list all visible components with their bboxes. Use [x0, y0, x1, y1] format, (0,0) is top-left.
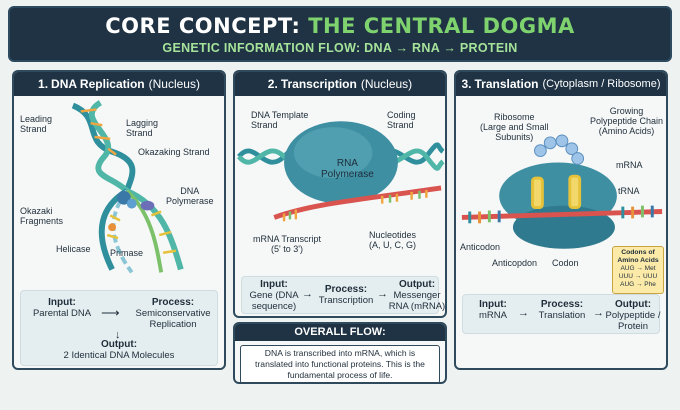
- label-anticodon: Anticodon: [460, 242, 501, 252]
- codon-row: AUG → Met: [620, 265, 656, 272]
- translation-input-value: mRNA: [479, 310, 507, 321]
- title-part-b: THE CENTRAL DOGMA: [308, 14, 575, 38]
- codon-table-title: Codons of Amino Acids: [617, 249, 659, 264]
- arrow-right-icon: ⟶: [101, 305, 120, 320]
- label-anticopdon: Anticopdon: [492, 258, 538, 268]
- label-dna-template-strand: DNA Template Strand: [251, 110, 309, 130]
- label-okazaking-strand: Okazaking Strand: [138, 147, 210, 157]
- overall-flow-title: OVERALL FLOW:: [235, 324, 445, 341]
- replication-input-value: Parental DNA: [32, 308, 92, 319]
- codon-table: Codons of Amino Acids AUG → Met UUU → UU…: [612, 246, 664, 294]
- arrow-right-icon: →: [302, 288, 313, 300]
- replication-process-key: Process:: [151, 297, 195, 308]
- label-primase: Primase: [110, 248, 144, 258]
- label-helicase: Helicase: [56, 244, 91, 254]
- transcription-input-value: Gene (DNA sequence): [249, 290, 299, 312]
- transcription-output-value: Messenger RNA (mRNA): [388, 290, 446, 312]
- label-mrna-transcript: mRNA Transcript (5' to 3'): [253, 234, 322, 254]
- translation-title: 3.Translation(Cytoplasm / Ribosome): [456, 72, 666, 96]
- replication-output-key: Output:: [100, 339, 138, 350]
- transcription-title-text: Transcription: [280, 77, 357, 91]
- translation-illustration: [461, 134, 663, 249]
- replication-number: 1.: [38, 77, 49, 91]
- label-trna: tRNA: [618, 186, 640, 196]
- arrow-right-icon: →: [518, 307, 529, 319]
- label-lagging-strand: Lagging Strand: [126, 118, 159, 138]
- arrow-right-icon: →: [593, 307, 604, 319]
- label-ribosome: Ribosome (Large and Small Subunits): [480, 112, 549, 142]
- replication-illustration: [71, 100, 184, 274]
- replication-flow: Input: Parental DNA ⟶ Process: Semiconse…: [20, 290, 218, 366]
- transcription-process-key: Process:: [324, 284, 368, 295]
- label-rna-polymerase: RNA Polymerase: [321, 158, 374, 180]
- transcription-illustration: [237, 121, 445, 222]
- translation-output-key: Output:: [614, 299, 652, 310]
- overall-flow-box: OVERALL FLOW: DNA is transcribed into mR…: [233, 322, 447, 384]
- translation-output-value: Polypeptide / Protein: [605, 310, 661, 332]
- overall-flow-text: DNA is transcribed into mRNA, which is t…: [240, 345, 440, 382]
- translation-process-value: Translation: [538, 310, 586, 321]
- transcription-output-key: Output:: [398, 279, 436, 290]
- replication-title: 1.DNA Replication(Nucleus): [14, 72, 224, 96]
- translation-process-key: Process:: [540, 299, 584, 310]
- translation-flow: Input: mRNA → Process: Translation → Out…: [462, 294, 660, 334]
- label-mrna: mRNA: [616, 160, 643, 170]
- label-dna-polymerase: DNA Polymerase: [166, 186, 214, 206]
- replication-input-key: Input:: [48, 297, 76, 308]
- translation-location: (Cytoplasm / Ribosome): [542, 78, 661, 90]
- codon-row: AUG → Phe: [620, 281, 656, 288]
- subtitle: GENETIC INFORMATION FLOW: DNA → RNA → PR…: [162, 41, 518, 55]
- main-title: CORE CONCEPT: THE CENTRAL DOGMA: [10, 14, 670, 38]
- codon-row: UUU → UUU: [618, 273, 658, 280]
- label-leading-strand: Leading Strand: [20, 114, 53, 134]
- label-okazaki-fragments: Okazaki Fragments: [20, 206, 64, 226]
- panel-transcription: 2.Transcription(Nucleus) DNA Template St…: [233, 70, 447, 318]
- label-polypeptide-chain: Growing Polypeptide Chain (Amino Acids): [590, 106, 664, 136]
- panel-translation: 3.Translation(Cytoplasm / Ribosome) Ribo…: [454, 70, 668, 370]
- transcription-process-value: Transcription: [318, 295, 374, 306]
- title-part-a: CORE CONCEPT:: [105, 14, 309, 38]
- panel-replication: 1.DNA Replication(Nucleus) Leading Stran…: [12, 70, 226, 370]
- translation-title-text: Translation: [474, 77, 539, 91]
- label-nucleotides: Nucleotides (A, U, C, G): [369, 230, 417, 250]
- transcription-title: 2.Transcription(Nucleus): [235, 72, 445, 96]
- transcription-location: (Nucleus): [360, 77, 413, 91]
- transcription-input-key: Input:: [260, 279, 288, 290]
- transcription-number: 2.: [267, 77, 278, 91]
- label-coding-strand: Coding Strand: [387, 110, 416, 130]
- replication-title-text: DNA Replication: [51, 77, 145, 91]
- title-banner: CORE CONCEPT: THE CENTRAL DOGMA GENETIC …: [8, 6, 672, 62]
- arrow-right-icon: →: [377, 288, 388, 300]
- label-codon: Codon: [552, 258, 579, 268]
- transcription-flow: Input: Gene (DNA sequence) → Process: Tr…: [241, 276, 445, 314]
- translation-input-key: Input:: [479, 299, 507, 310]
- replication-location: (Nucleus): [148, 77, 200, 91]
- replication-process-value: Semiconservative Replication: [135, 308, 211, 330]
- translation-number: 3.: [461, 77, 472, 91]
- arrow-down-icon: ↓: [115, 329, 121, 341]
- replication-output-value: 2 Identical DNA Molecules: [63, 350, 175, 361]
